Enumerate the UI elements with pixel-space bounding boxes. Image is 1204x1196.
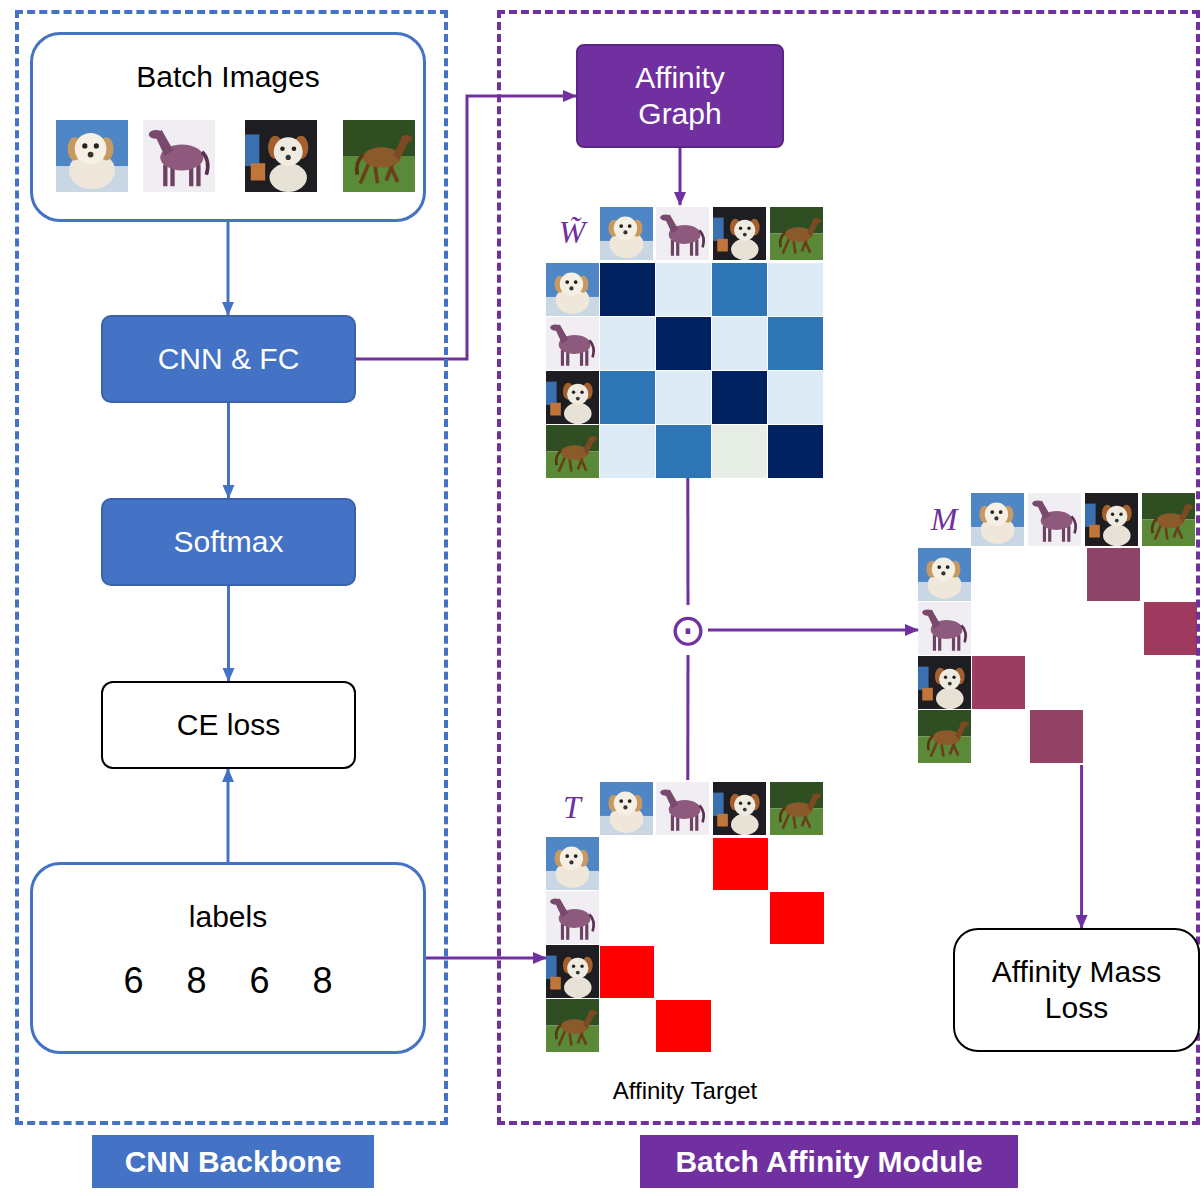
thumbnail (56, 120, 128, 192)
node-label: Affinity Graph (598, 60, 762, 132)
thumbnail (713, 782, 766, 835)
node-label: CNN Backbone (92, 1135, 374, 1188)
thumbnail (971, 493, 1024, 546)
thumbnail (143, 120, 215, 192)
matrix-cell (713, 838, 768, 890)
backbone-region: Batch ImagesCNN & FC Softmax CE loss labels… (15, 10, 448, 1125)
matrix-cell (656, 317, 711, 370)
matrix-cell (768, 425, 823, 478)
node-label: M (918, 492, 970, 546)
node-label: T (546, 780, 598, 834)
connector (227, 403, 230, 498)
matrix-cell (600, 371, 655, 424)
connector (686, 655, 689, 780)
node-text: 6 8 6 8 (123, 960, 332, 1002)
connector (227, 222, 230, 315)
module-region: Affinity GraphW̃ ⊙ M T Affinity Target Affini… (497, 10, 1200, 1125)
thumbnail (546, 263, 599, 316)
matrix-cell (770, 892, 824, 944)
thumbnail (546, 891, 599, 944)
matrix-cell (768, 317, 823, 370)
thumbnail (343, 120, 415, 192)
node-label: W̃ (546, 205, 598, 259)
affinity-matrix: W̃ (546, 205, 824, 478)
mass-matrix: M (918, 492, 1200, 765)
operator-symbol: ⊙ (668, 605, 708, 655)
thumbnail (656, 207, 709, 260)
target-matrix: T Affinity Target (546, 780, 824, 1105)
matrix-cell (656, 263, 711, 316)
thumbnail (918, 602, 971, 655)
thumbnail (600, 207, 653, 260)
thumbnail (546, 945, 599, 998)
mass-matrix (918, 493, 1197, 763)
thumbnail (1142, 493, 1195, 546)
thumbnail (546, 999, 599, 1052)
process-box: Softmax (101, 498, 356, 586)
process-box: Affinity Graph (576, 44, 784, 148)
node-label: Affinity Mass Loss (975, 954, 1178, 1026)
connector (1080, 765, 1083, 928)
thumbnail (546, 317, 599, 370)
connector (426, 957, 546, 960)
thumbnail (546, 425, 599, 478)
node-label: labels (189, 900, 267, 934)
loss-box: CE loss (101, 681, 356, 769)
matrix-cell (972, 656, 1025, 709)
thumbnail (770, 207, 823, 260)
connector (679, 148, 682, 205)
node-text: Affinity Target (546, 1077, 824, 1105)
thumbnail (918, 548, 971, 601)
affinity-matrix (546, 207, 823, 478)
node-label: Batch Images (136, 60, 319, 94)
thumbnail (1085, 493, 1138, 546)
matrix-cell (768, 371, 823, 424)
matrix-cell (712, 317, 767, 370)
thumbnail (1028, 493, 1081, 546)
node-label: ⊙ (670, 608, 707, 652)
matrix-cell (712, 371, 767, 424)
thumbnail (770, 782, 823, 835)
input-box: Batch Images (30, 32, 426, 222)
matrix-cell (712, 425, 767, 478)
input-box: labels 6 8 6 8 (30, 862, 426, 1054)
connector (227, 769, 230, 862)
thumbnail (600, 782, 653, 835)
loss-box: Affinity Mass Loss (953, 928, 1200, 1052)
node-label: CNN & FC (158, 342, 300, 376)
matrix-cell (600, 425, 655, 478)
thumbnail (918, 710, 971, 763)
matrix-cell (1030, 710, 1083, 763)
node-label: CE loss (177, 708, 280, 742)
thumbnail (546, 837, 599, 890)
matrix-cell (768, 263, 823, 316)
connector (356, 96, 576, 359)
connector (686, 478, 689, 605)
connector (227, 586, 230, 681)
thumbnail (918, 656, 971, 709)
batch-thumbnails (56, 120, 415, 192)
node-label: Softmax (173, 525, 283, 559)
matrix-cell (656, 371, 711, 424)
thumbnail (546, 371, 599, 424)
thumbnail (656, 782, 709, 835)
target-matrix (546, 782, 824, 1052)
connector (708, 629, 918, 632)
matrix-cell (712, 263, 767, 316)
matrix-cell (600, 317, 655, 370)
thumbnail (245, 120, 317, 192)
thumbnail (713, 207, 766, 260)
matrix-cell (656, 425, 711, 478)
matrix-cell (1087, 548, 1140, 601)
matrix-cell (656, 1000, 711, 1052)
matrix-cell (600, 263, 655, 316)
process-box: CNN & FC (101, 315, 356, 403)
node-label: Batch Affinity Module (640, 1135, 1018, 1188)
matrix-cell (600, 946, 654, 998)
matrix-cell (1144, 602, 1197, 655)
